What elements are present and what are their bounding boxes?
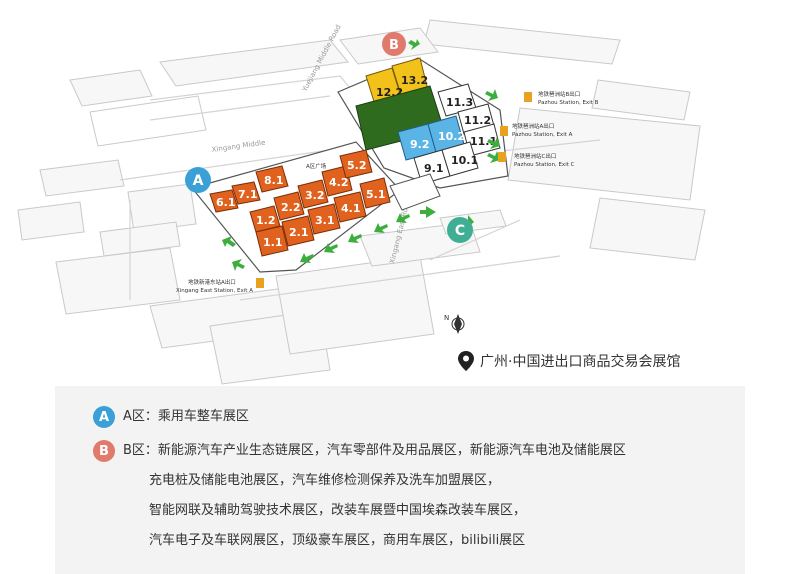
arrow-icon <box>324 243 338 253</box>
zone-marker-a-letter: A <box>193 173 204 189</box>
hall-3-2 <box>297 179 329 209</box>
entry-arrows <box>222 39 500 271</box>
connector-corridor <box>389 173 441 211</box>
location-pin-icon <box>458 351 474 371</box>
hall-2-1 <box>281 215 315 247</box>
station-xingang-cn: 地铁新港东站A出口 <box>188 278 236 286</box>
hall-label-3-2: 3.2 <box>305 189 325 202</box>
legend-zone-b-line: 智能网联及辅助驾驶技术展区，改装车展暨中国埃森改装车展区， <box>149 503 527 518</box>
station-a-cn: 地铁琶洲站A出口 <box>512 122 554 130</box>
arrow-icon <box>232 259 245 271</box>
hall-7-1 <box>231 181 261 205</box>
zone-marker-a: A <box>185 167 211 193</box>
zone-marker-b: B <box>382 32 406 56</box>
compass-icon: N <box>444 314 465 334</box>
legend-zone-b: B B区：新能源汽车产业生态链展区，汽车零部件及用品展区，新能源汽车电池及储能展… <box>93 440 626 552</box>
metro-station-labels: 地铁琶洲站B出口 Pazhou Station, Exit B 地铁琶洲站A出口… <box>176 90 599 294</box>
zone-a-halls <box>209 149 391 257</box>
hall-label-6-1: 6.1 <box>216 196 236 209</box>
zone-marker-c-letter: C <box>455 223 465 239</box>
hall-4-1 <box>333 191 367 223</box>
background-buildings <box>17 19 706 385</box>
zone-marker-c: C <box>447 217 473 243</box>
road-label-west: Xingang Middle <box>211 139 266 154</box>
hall-label-9-2: 9.2 <box>410 138 430 151</box>
metro-icon <box>500 126 508 136</box>
station-b-en: Pazhou Station, Exit B <box>538 100 599 106</box>
station-xingang-en: Xingang East Station, Exit A <box>176 288 253 294</box>
arrow-icon <box>222 236 236 247</box>
legend-zone-b-lines: B区：新能源汽车产业生态链展区，汽车零部件及用品展区，新能源汽车电池及储能展区 … <box>123 440 626 552</box>
hall-label-4-1: 4.1 <box>341 202 361 215</box>
legend-zone-a-text: A区：乘用车整车展区 <box>123 409 249 424</box>
hall-label-10-2: 10.2 <box>438 130 465 143</box>
zone-marker-b-letter: B <box>389 38 399 53</box>
zone-legend: A A区：乘用车整车展区 B B区：新能源汽车产业生态链展区，汽车零部件及用品展… <box>55 386 745 574</box>
arrow-icon <box>408 39 420 50</box>
metro-icon <box>256 278 264 288</box>
zone-a-hall-labels: 6.1 7.1 8.1 1.2 2.2 3.2 4.2 5.2 1.1 2.1 … <box>216 159 386 249</box>
hall-label-11-3: 11.3 <box>446 96 473 109</box>
station-c-cn: 地铁琶洲站C出口 <box>514 152 556 160</box>
venue-map: Yuejiang Middle Road Xingang Middle Xing… <box>17 19 706 385</box>
hall-label-10-1: 10.1 <box>451 154 478 167</box>
hall-5-1 <box>359 177 391 209</box>
venue-caption-text: 广州·中国进出口商品交易会展馆 <box>480 354 681 370</box>
hall-label-11-2: 11.2 <box>464 114 491 127</box>
legend-badge-b: B <box>93 440 115 462</box>
compass-label: N <box>444 314 449 322</box>
arrow-icon <box>487 151 500 163</box>
hall-6-1 <box>209 189 239 213</box>
legend-zone-b-line: B区：新能源汽车产业生态链展区，汽车零部件及用品展区，新能源汽车电池及储能展区 <box>123 443 626 458</box>
hall-label-1-2: 1.2 <box>256 214 276 227</box>
hall-label-4-2: 4.2 <box>329 176 349 189</box>
venue-caption: 广州·中国进出口商品交易会展馆 <box>458 350 680 372</box>
hall-3-1 <box>307 203 341 235</box>
hall-label-5-2: 5.2 <box>347 159 367 172</box>
hall-8-1 <box>255 165 289 193</box>
hall-label-2-2: 2.2 <box>281 201 301 214</box>
arrow-icon <box>396 213 410 223</box>
map-canvas: Yuejiang Middle Road Xingang Middle Xing… <box>17 19 706 385</box>
arrow-icon <box>420 206 436 218</box>
legend-zone-b-line: 充电桩及储能电池展区，汽车维修检测保养及洗车加盟展区， <box>149 473 501 488</box>
arrow-icon <box>487 137 500 149</box>
hall-label-9-1: 9.1 <box>424 162 444 175</box>
legend-zone-a: A A区：乘用车整车展区 <box>93 406 249 428</box>
hall-label-13-2: 13.2 <box>401 74 428 87</box>
metro-markers <box>256 92 532 288</box>
hall-label-2-1: 2.1 <box>289 226 309 239</box>
metro-icon <box>498 152 506 162</box>
arrow-icon <box>374 223 388 233</box>
hall-label-8-1: 8.1 <box>264 174 284 187</box>
station-a-en: Pazhou Station, Exit A <box>512 132 573 138</box>
legend-badge-a: A <box>93 406 115 428</box>
arrow-icon <box>485 89 498 101</box>
hall-5-2 <box>339 149 373 179</box>
hall-label-11-1: 11.1 <box>470 135 497 148</box>
arrow-icon <box>348 233 362 243</box>
arrow-icon <box>300 253 314 263</box>
station-b-cn: 地铁琶洲站B出口 <box>538 90 580 98</box>
legend-zone-b-line: 汽车电子及车联网展区，顶级豪车展区，商用车展区，bilibili展区 <box>149 533 526 548</box>
hall-label-3-1: 3.1 <box>315 214 335 227</box>
station-c-en: Pazhou Station, Exit C <box>514 162 575 168</box>
hall-2-2 <box>273 191 305 221</box>
hall-1-1 <box>255 225 289 257</box>
plaza-label: A区广场 <box>306 162 327 170</box>
hall-label-5-1: 5.1 <box>366 188 386 201</box>
hall-label-7-1: 7.1 <box>238 188 258 201</box>
metro-icon <box>524 92 532 102</box>
hall-10-1 <box>441 141 479 177</box>
hall-label-1-1: 1.1 <box>263 236 283 249</box>
